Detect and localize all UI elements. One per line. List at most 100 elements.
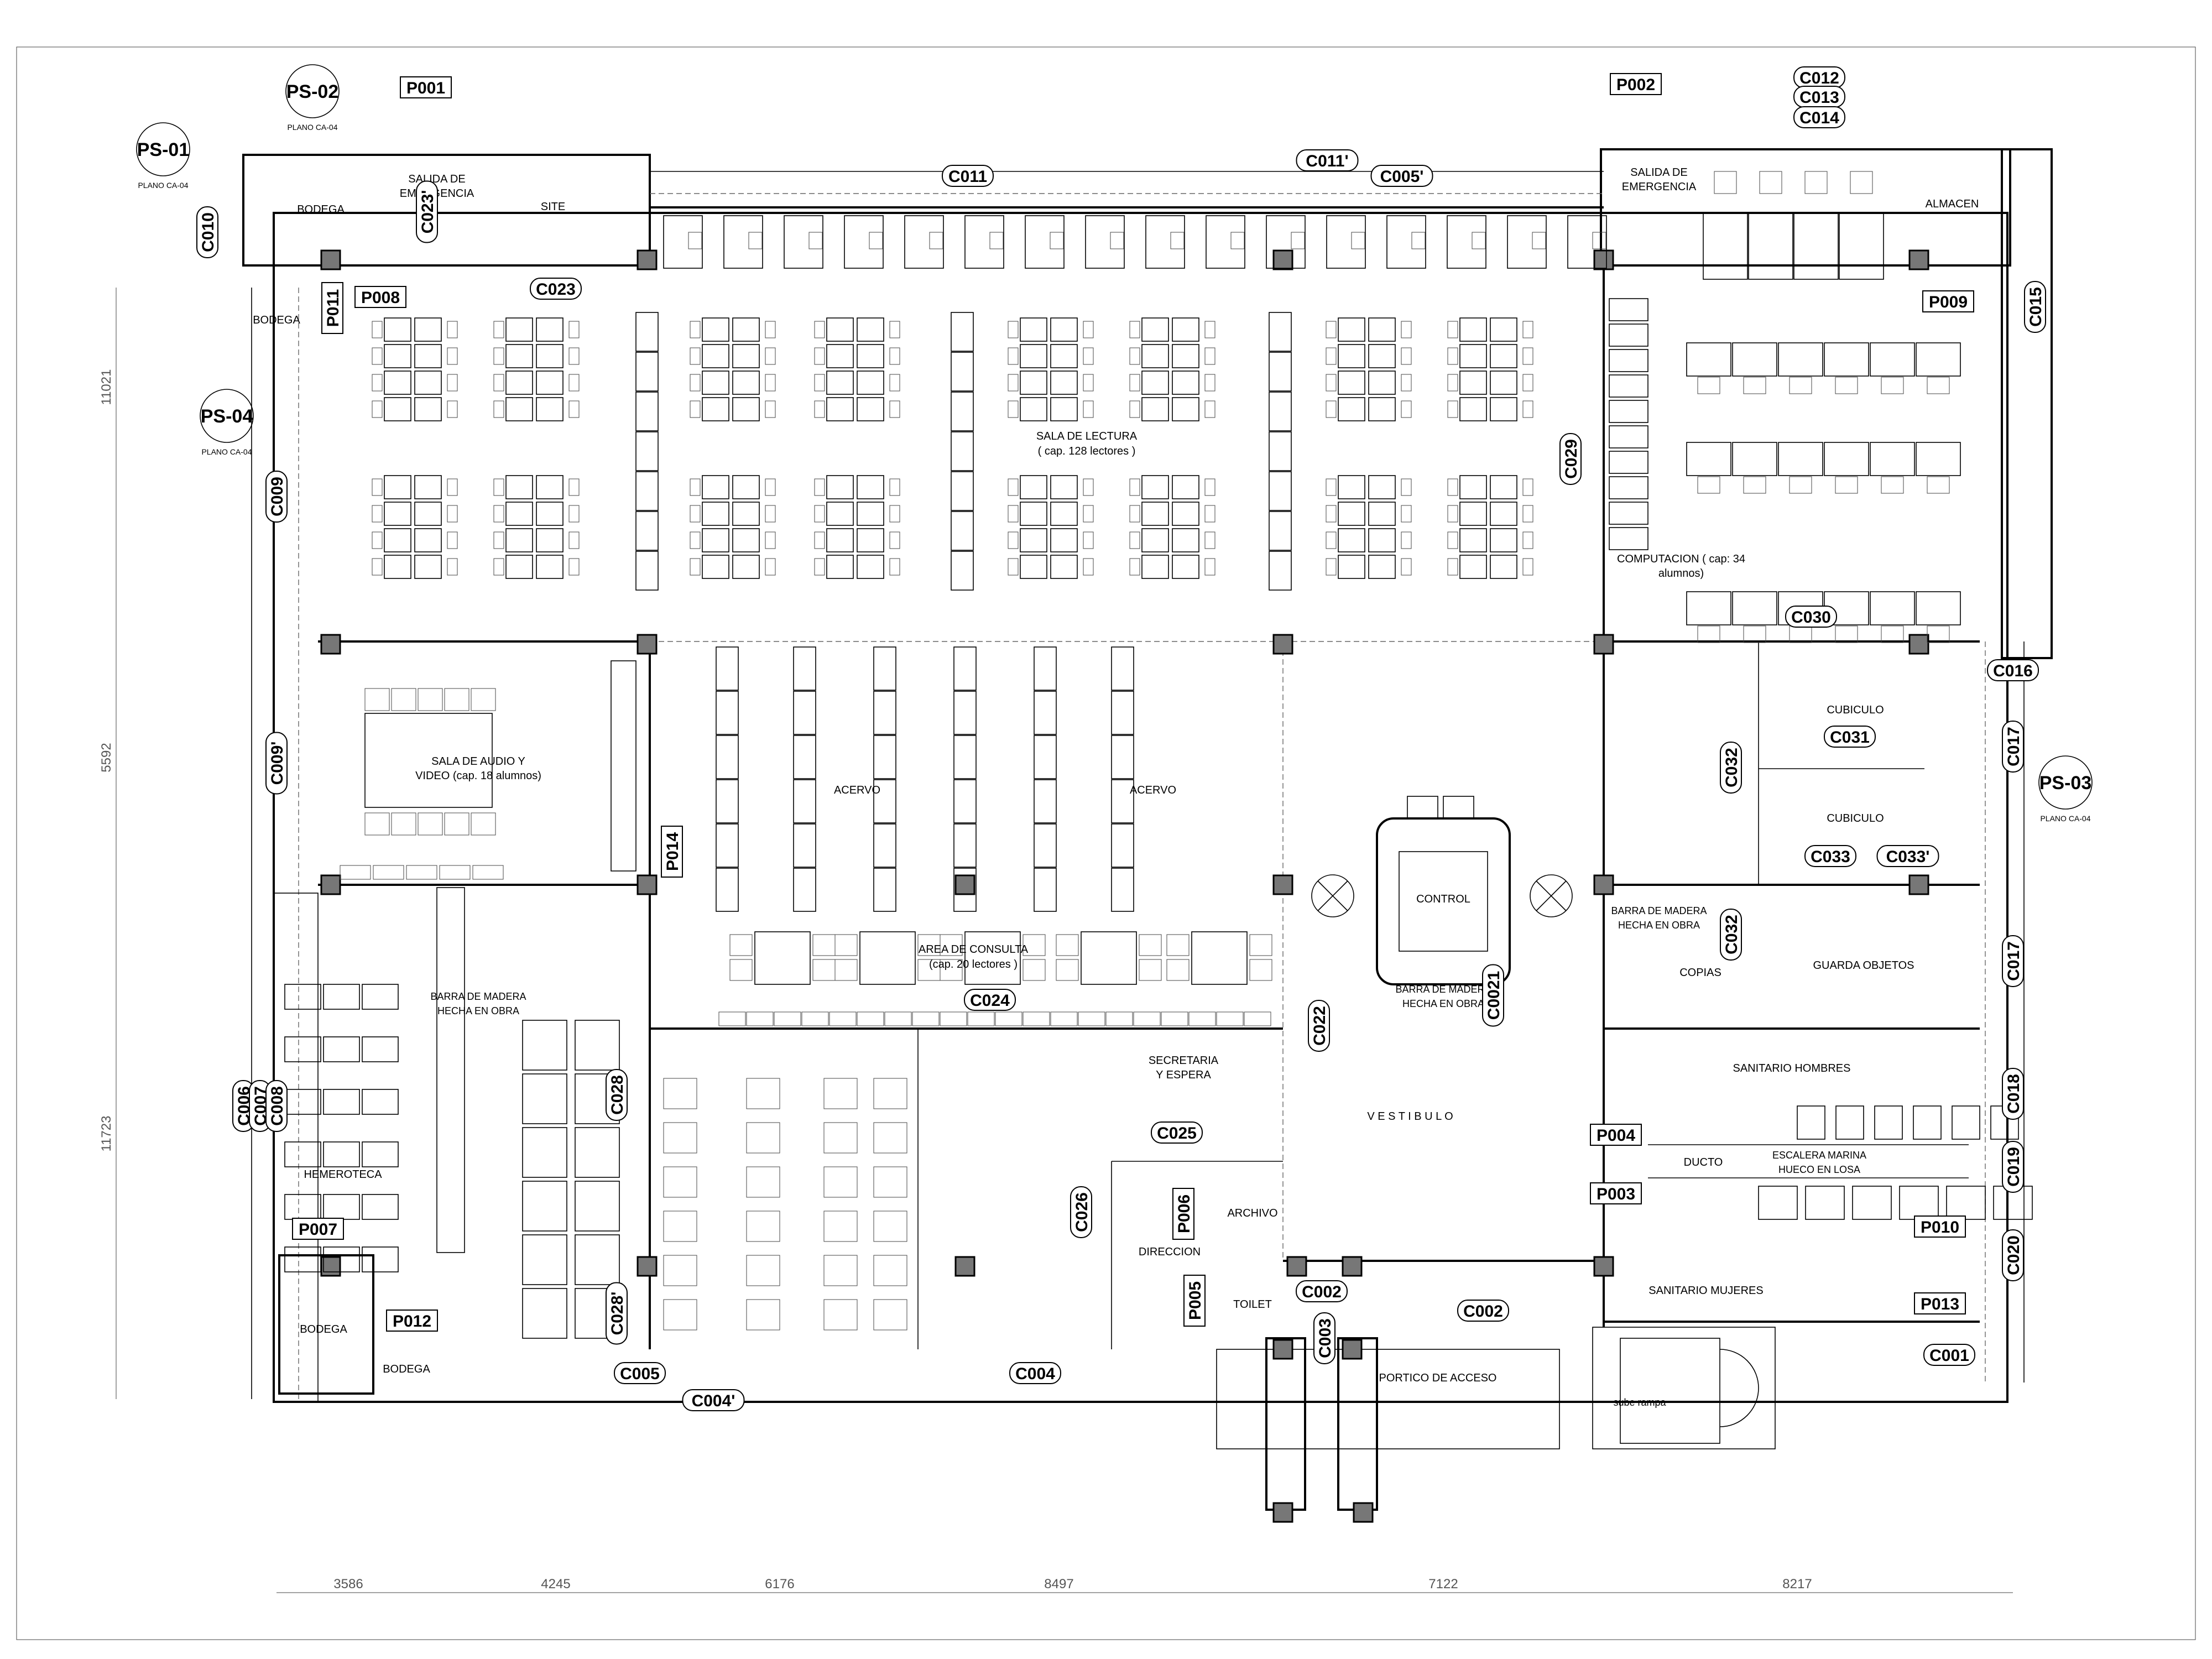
- svg-text:P001: P001: [406, 79, 445, 97]
- room-guarda-objetos: GUARDA OBJETOS: [1813, 959, 1914, 972]
- svg-text:C028: C028: [608, 1075, 627, 1115]
- drawing-frame: [16, 46, 2196, 1640]
- access-ramp: [1620, 1338, 1759, 1444]
- dimension-bottom: 7122: [1428, 1577, 1458, 1592]
- tag-c030: C030: [1785, 606, 1837, 628]
- tag-p013: P013: [1914, 1292, 1966, 1314]
- column: [637, 874, 658, 895]
- svg-text:C0021: C0021: [1485, 971, 1503, 1020]
- svg-text:C014: C014: [1799, 109, 1839, 127]
- tag-c029: C029: [1559, 433, 1582, 485]
- tag-c024: C024: [964, 989, 1016, 1011]
- column: [1342, 1339, 1363, 1360]
- tag-c004: C004: [1009, 1362, 1061, 1384]
- tag-c028: C028': [606, 1282, 628, 1345]
- column: [1272, 1502, 1293, 1523]
- room-bodega-nw2: BODEGA: [253, 314, 300, 326]
- dimension-left: 5592: [99, 743, 114, 772]
- room-archivo: ARCHIVO: [1227, 1207, 1277, 1219]
- tag-c028: C028: [606, 1069, 628, 1121]
- svg-text:P002: P002: [1616, 76, 1655, 94]
- svg-text:C004': C004': [692, 1392, 735, 1410]
- room-acervo-1: ACERVO: [834, 784, 880, 796]
- column: [320, 249, 341, 270]
- tag-c017: C017: [2002, 721, 2024, 773]
- svg-text:C002: C002: [1463, 1302, 1503, 1321]
- room-bodega-sw2: BODEGA: [383, 1363, 430, 1375]
- svg-text:C018: C018: [2005, 1074, 2023, 1114]
- svg-text:C031: C031: [1830, 728, 1870, 747]
- svg-text:C017: C017: [2005, 941, 2023, 981]
- tag-c005: C005: [614, 1362, 666, 1384]
- svg-text:C001: C001: [1929, 1347, 1969, 1365]
- svg-text:C010: C010: [199, 212, 217, 252]
- svg-text:C024: C024: [970, 992, 1010, 1010]
- dimension-bottom: 3586: [333, 1577, 363, 1592]
- tag-c032: C032: [1720, 742, 1742, 794]
- tag-p011: P011: [321, 282, 343, 334]
- tag-p008: P008: [354, 286, 406, 308]
- svg-text:C029: C029: [1562, 439, 1580, 479]
- svg-text:PS-01: PS-01: [137, 139, 190, 160]
- tag-c009: C009: [265, 471, 288, 523]
- column: [1593, 249, 1614, 270]
- svg-text:C015: C015: [2027, 287, 2045, 327]
- label-sube-rampa: sube rampa: [1613, 1397, 1666, 1408]
- dimension-bottom: 6176: [765, 1577, 794, 1592]
- svg-text:P006: P006: [1175, 1194, 1193, 1233]
- tag-c010: C010: [196, 206, 218, 258]
- svg-text:C020: C020: [2005, 1235, 2023, 1275]
- tag-c002: C002: [1457, 1300, 1509, 1322]
- room-sanitario-hombres: SANITARIO HOMBRES: [1733, 1062, 1851, 1074]
- tag-c018: C018: [2002, 1068, 2024, 1120]
- svg-text:C011': C011': [1306, 152, 1348, 170]
- dimension-left: 11723: [99, 1116, 114, 1152]
- structural-columns: [320, 249, 1929, 1523]
- svg-text:C002: C002: [1302, 1283, 1342, 1301]
- tag-c019: C019: [2002, 1141, 2024, 1193]
- room-area-consulta-cap: (cap. 20 lectores ): [929, 958, 1018, 971]
- tag-c008: C008: [265, 1080, 288, 1132]
- column: [1353, 1502, 1374, 1523]
- tag-c004: C004': [682, 1389, 745, 1411]
- room-bodega-nw: BODEGA: [297, 204, 345, 216]
- svg-text:P013: P013: [1921, 1295, 1959, 1313]
- tag-c025: C025: [1151, 1121, 1203, 1144]
- tag-c016: C016: [1987, 659, 2039, 681]
- svg-text:PS-04: PS-04: [201, 406, 253, 427]
- room-control: CONTROL: [1416, 893, 1470, 905]
- column: [1593, 634, 1614, 655]
- tag-c033: C033': [1876, 845, 1939, 867]
- dimension-bottom: 4245: [541, 1577, 570, 1592]
- tag-p002: P002: [1610, 73, 1662, 95]
- tag-p007: P007: [292, 1218, 344, 1240]
- column: [1272, 874, 1293, 895]
- tag-p014: P014: [661, 826, 683, 878]
- column: [320, 874, 341, 895]
- room-sala-lectura-cap: ( cap. 128 lectores ): [1038, 445, 1136, 457]
- tag-c012: C012: [1793, 66, 1845, 88]
- tag-c032: C032: [1720, 909, 1742, 961]
- tag-p012: P012: [386, 1310, 438, 1332]
- column: [1286, 1256, 1307, 1277]
- svg-text:C022: C022: [1311, 1006, 1329, 1046]
- svg-text:C013: C013: [1799, 88, 1839, 107]
- tag-c002: C002: [1296, 1280, 1348, 1302]
- tag-p003: P003: [1590, 1182, 1642, 1204]
- svg-text:P010: P010: [1921, 1218, 1959, 1237]
- tag-c001: C001: [1923, 1344, 1975, 1366]
- column: [1908, 249, 1929, 270]
- svg-text:P003: P003: [1597, 1185, 1635, 1203]
- svg-text:P005: P005: [1186, 1281, 1204, 1320]
- svg-text:C009: C009: [268, 477, 286, 517]
- tag-c023: C023: [530, 278, 582, 300]
- room-almacen: ALMACEN: [1926, 198, 1979, 210]
- column: [954, 1256, 975, 1277]
- tag-c031: C031: [1824, 726, 1876, 748]
